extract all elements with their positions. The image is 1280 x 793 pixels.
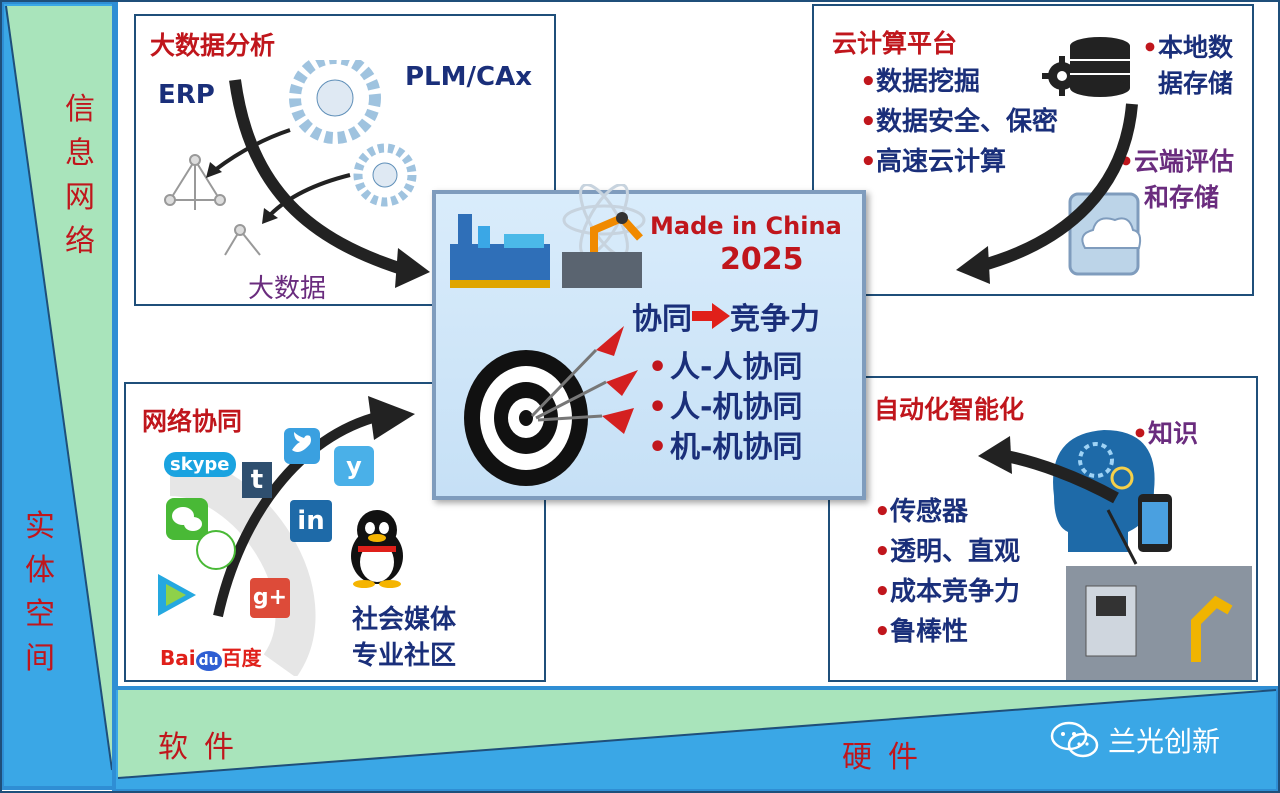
cloud-item: 数据安全、保密: [860, 102, 1058, 142]
social-illustration: [168, 396, 415, 676]
center-item: 人-机协同: [648, 388, 802, 428]
automation-illustration: [978, 430, 1252, 680]
axis-label-software: 软件: [158, 730, 250, 765]
automation-item: 鲁棒性: [874, 612, 1020, 652]
robot-arm-icon: [562, 212, 643, 288]
local-storage-label: •本地数 据存储: [1142, 30, 1233, 102]
automation-item: 透明、直观: [874, 532, 1020, 572]
automation-item: 成本竞争力: [874, 572, 1020, 612]
slogan-right: 竞争力: [730, 302, 820, 337]
axis-label-hardware: 硬件: [842, 740, 934, 775]
erp-node-diagram-icon: [164, 154, 261, 256]
cloud-items: 数据挖掘 数据安全、保密 高速云计算: [860, 62, 1058, 182]
cloud-eval-line-2: 和存储: [1144, 183, 1220, 212]
cloud-item: 数据挖掘: [860, 62, 1058, 102]
social-media-caption-line: 社会媒体: [352, 605, 457, 635]
center-slogan: 协同 竞争力: [632, 294, 820, 338]
tencent-video-icon: [150, 570, 200, 620]
social-media-caption: 社会媒体 专业社区: [352, 602, 456, 674]
made-in-china-year: 2025: [720, 242, 804, 277]
big-data-caption: 大数据: [248, 274, 327, 304]
slogan-left: 协同: [632, 302, 692, 337]
tumblr-icon: t: [242, 462, 272, 498]
yammer-icon: y: [334, 446, 374, 486]
watermark: 兰光创新: [1050, 720, 1220, 760]
center-item: 人-人协同: [648, 348, 802, 388]
cloud-item: 高速云计算: [860, 142, 1058, 182]
baidu-logo-part: Bai: [160, 646, 196, 670]
watermark-text: 兰光创新: [1108, 725, 1221, 758]
google-plus-icon: g+: [250, 578, 290, 618]
arrow-right-icon: [692, 303, 730, 329]
local-storage-line-1: •本地数: [1142, 33, 1233, 62]
network-ring-small-icon: [353, 143, 417, 207]
baidu-logo-part: 百度: [221, 646, 262, 670]
twitter-icon: [284, 428, 320, 464]
darts-icon: [530, 326, 638, 434]
linkedin-icon: in: [290, 500, 332, 542]
network-ring-icon: [289, 60, 381, 144]
erp-label: ERP: [158, 80, 215, 110]
automation-title: 自动化智能化: [874, 395, 1025, 424]
network-title: 网络协同: [142, 407, 243, 436]
axis-label-information-network: 信息网络: [60, 88, 100, 264]
cloud-illustration: [956, 37, 1142, 284]
smartphone-icon: [1138, 494, 1172, 552]
wechat-logo-icon: [166, 498, 208, 540]
axis-label-text: 信息网络: [65, 92, 95, 259]
wechat-icon: [1050, 721, 1099, 758]
qq-penguin-icon: [344, 506, 410, 588]
axis-label-text: 实体空间: [25, 509, 55, 676]
skype-icon: skype: [164, 452, 236, 477]
big-data-title: 大数据分析: [150, 31, 276, 60]
baidu-logo-paw: du: [195, 651, 222, 671]
cloud-eval-label: •云端评估 和存储: [1118, 144, 1234, 216]
chat-bubble-icon: [196, 530, 236, 570]
target-icon: [464, 350, 588, 486]
cloud-title: 云计算平台: [832, 29, 958, 58]
social-media-caption-line: 专业社区: [352, 641, 457, 671]
made-in-china-title: Made in China: [650, 212, 842, 240]
plm-cax-label: PLM/CAx: [405, 62, 532, 92]
local-storage-line-2: 据存储: [1158, 69, 1234, 98]
automation-items: 传感器 透明、直观 成本竞争力 鲁棒性: [874, 492, 1020, 652]
center-items: 人-人协同 人-机协同 机-机协同: [648, 348, 802, 468]
database-gear-icon: [1042, 37, 1130, 97]
automation-item: 传感器: [874, 492, 1020, 532]
axis-label-physical-space: 实体空间: [20, 505, 60, 681]
center-item: 机-机协同: [648, 428, 802, 468]
factory-icon: [450, 214, 550, 288]
factory-illustration: [450, 184, 646, 288]
big-data-illustration: [164, 60, 430, 288]
target-darts-illustration: [464, 326, 638, 486]
robot-factory-icon: [1066, 566, 1252, 680]
knowledge-label: •知识: [1132, 419, 1198, 448]
